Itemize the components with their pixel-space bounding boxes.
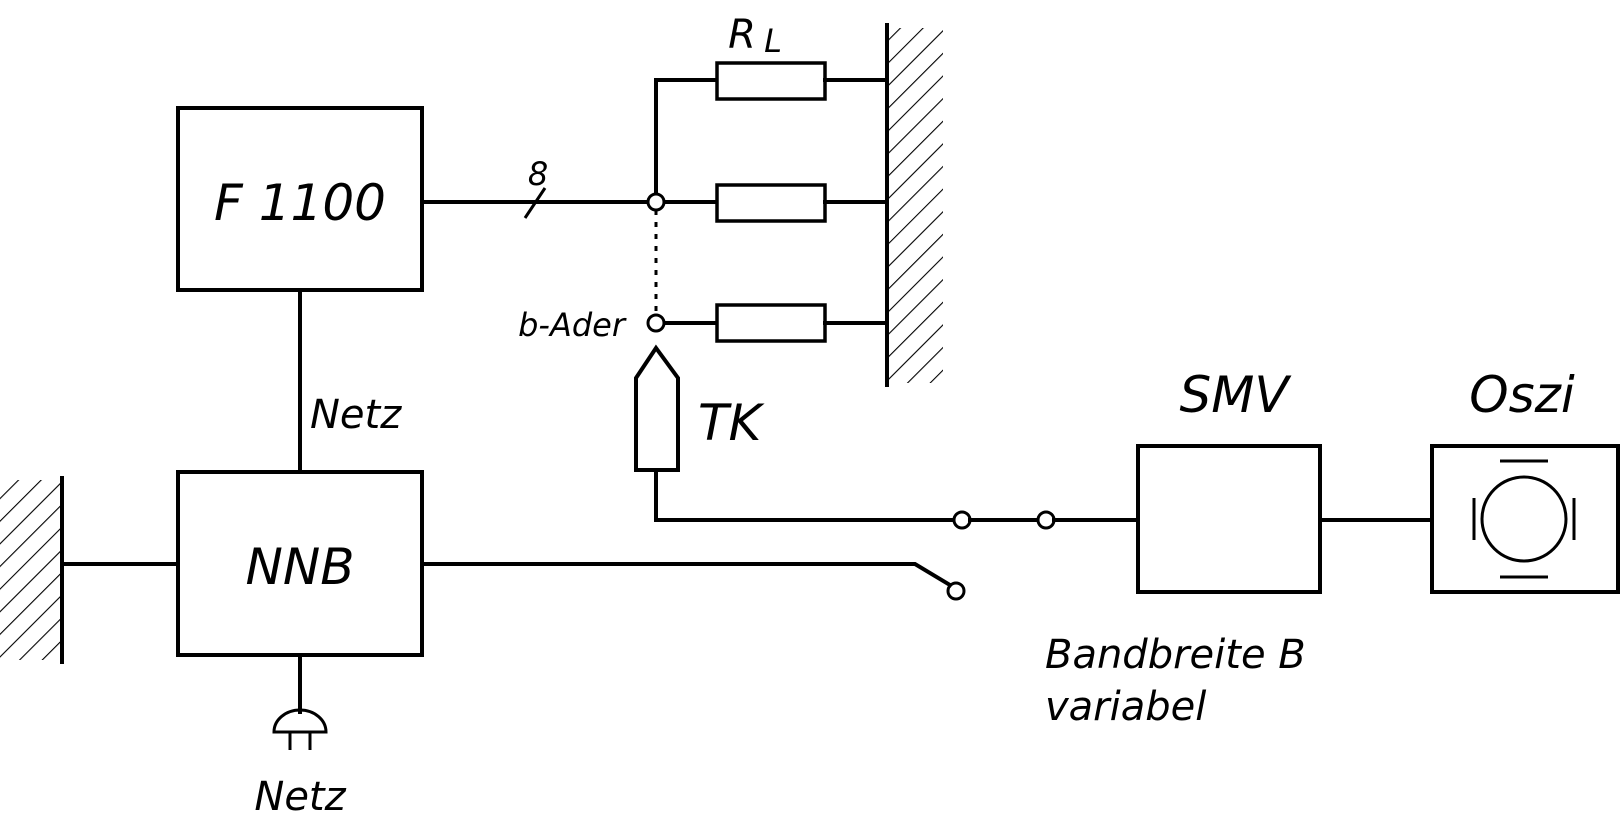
smv-block: SMV: [1136, 366, 1322, 594]
terminal-junction: [646, 192, 666, 212]
probe-tk: TK: [634, 344, 958, 522]
oszi-label: Oszi: [1469, 366, 1575, 424]
f1100-block: F 1100: [176, 106, 424, 292]
resistor-network: R L b-Ader: [518, 12, 889, 344]
ground-wall-right: [885, 23, 943, 387]
nnb-switch-line: [420, 562, 953, 588]
bandwidth-line-1: Bandbreite B: [1045, 632, 1306, 678]
switch-contacts: [420, 510, 1140, 601]
nnb-label: NNB: [245, 538, 354, 596]
ground-wall-left: [0, 476, 64, 664]
smv-label: SMV: [1179, 366, 1292, 424]
bandwidth-line-2: variabel: [1045, 684, 1206, 730]
tk-label: TK: [698, 394, 766, 452]
netz-plug-label: Netz: [254, 774, 346, 820]
contact-3: [946, 581, 966, 601]
contact-1: [952, 510, 972, 530]
f1100-nnb-power: Netz: [298, 288, 402, 474]
f1100-label: F 1100: [214, 174, 386, 232]
rl-label: R: [728, 12, 756, 58]
mains-plug: Netz: [254, 653, 347, 820]
f1100-output-bus: 8: [420, 155, 650, 219]
terminal-b-ader: [646, 313, 666, 333]
load-resistor-1: [715, 61, 827, 101]
b-ader-label: b-Ader: [518, 306, 627, 344]
load-resistor-2: [715, 183, 827, 223]
oscilloscope-screen-icon: [1480, 475, 1568, 563]
load-resistor-3: [715, 303, 827, 343]
netz-line-label: Netz: [310, 392, 402, 438]
rl-subscript: L: [764, 22, 782, 60]
plug-icon: [272, 708, 328, 734]
probe-icon: [634, 344, 680, 472]
oszi-block: Oszi: [1430, 366, 1620, 594]
bus-slash-marker: [523, 187, 547, 219]
nnb-block: NNB: [176, 470, 424, 657]
bandwidth-note: Bandbreite B variabel: [1045, 632, 1306, 730]
contact-2: [1036, 510, 1056, 530]
bus-width-label: 8: [528, 155, 548, 193]
probe-cable: [654, 468, 958, 522]
